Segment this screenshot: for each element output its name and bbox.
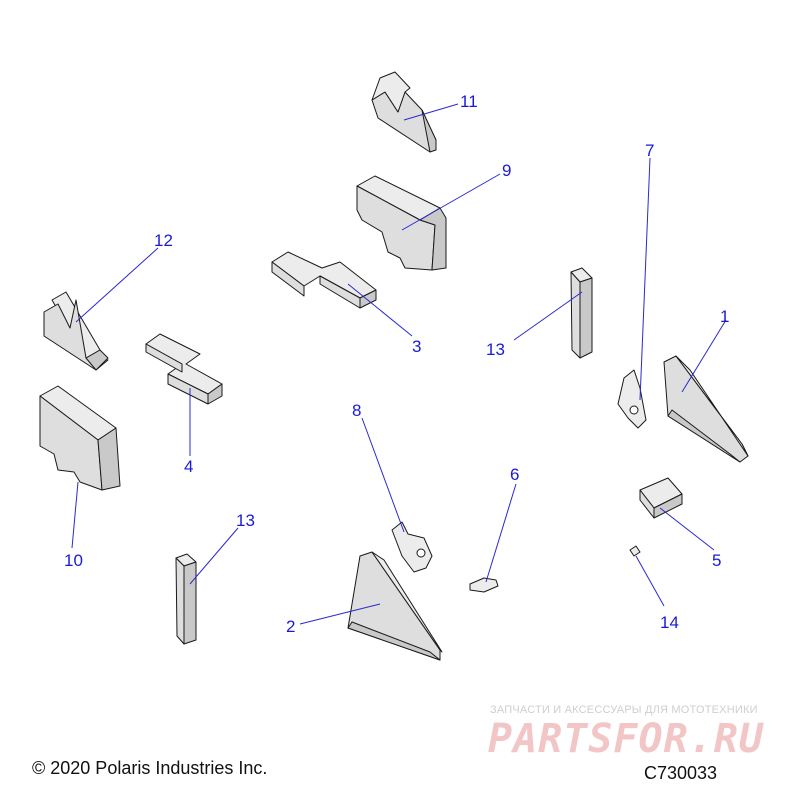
- watermark-tagline: ЗАПЧАСТИ И АКСЕССУАРЫ ДЛЯ МОТОТЕХНИКИ: [490, 704, 758, 716]
- part-8: [391, 521, 433, 573]
- leader-2: [299, 603, 381, 625]
- leader-8: [361, 417, 405, 533]
- callout-10: 10: [64, 551, 83, 570]
- leader-lines: [71, 103, 727, 625]
- callout-9: 9: [502, 161, 511, 180]
- leader-12: [75, 247, 159, 323]
- leader-14: [635, 555, 665, 607]
- part-6: [469, 577, 499, 593]
- part-12: [43, 291, 109, 371]
- leader-10: [71, 481, 79, 549]
- callout-13-left: 13: [236, 511, 255, 530]
- drawing-code: C730033: [644, 763, 718, 783]
- part-3: [271, 251, 377, 309]
- copyright-notice: © 2020 Polaris Industries Inc.: [32, 758, 268, 778]
- callout-7: 7: [645, 141, 654, 160]
- part-1: [663, 355, 749, 463]
- part-5: [639, 477, 683, 519]
- leader-1: [681, 319, 727, 393]
- leader-3: [347, 283, 413, 337]
- part-14: [629, 545, 641, 557]
- leader-13-right: [513, 291, 583, 341]
- part-9: [356, 175, 447, 271]
- part-10: [39, 385, 121, 491]
- leader-6: [485, 483, 517, 583]
- callout-13-right: 13: [486, 340, 505, 359]
- part-11: [371, 71, 437, 153]
- part-13-left: [175, 553, 197, 645]
- callout-labels: 11 9 7 12 3 13 1 8 4 6 10 13 5 2 14: [64, 92, 729, 636]
- watermark-brand: PARTSFOR.RU: [488, 716, 764, 762]
- callout-2: 2: [286, 617, 295, 636]
- leader-9: [401, 173, 501, 231]
- callout-12: 12: [154, 231, 173, 250]
- leader-5: [659, 507, 715, 551]
- part-7: [617, 369, 647, 429]
- callout-5: 5: [712, 551, 721, 570]
- callout-14: 14: [660, 613, 679, 632]
- leader-11: [403, 103, 459, 121]
- callout-8: 8: [352, 401, 361, 420]
- leader-7: [639, 157, 651, 401]
- callout-11: 11: [460, 92, 478, 111]
- leader-13-left: [189, 527, 239, 585]
- callout-4: 4: [184, 457, 193, 476]
- callout-1: 1: [720, 307, 729, 326]
- callout-3: 3: [412, 337, 421, 356]
- part-13-right: [570, 267, 593, 359]
- part-4: [145, 333, 223, 405]
- callout-6: 6: [510, 465, 519, 484]
- part-2: [347, 551, 443, 661]
